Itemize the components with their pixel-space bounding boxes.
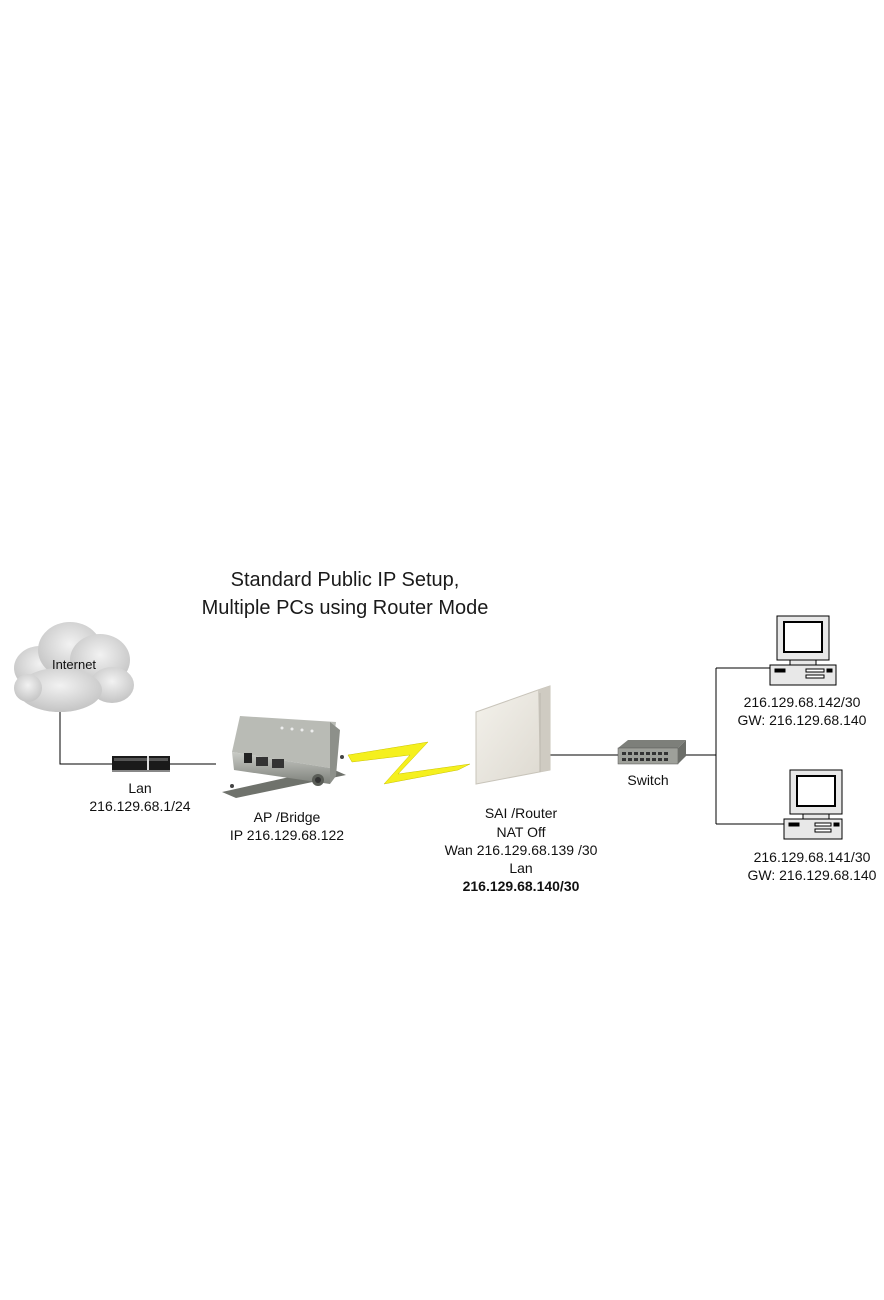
- sai-router-lan-label: Lan: [476, 860, 566, 877]
- sai-router-antenna-icon: [476, 686, 550, 784]
- diagram-title-line1: Standard Public IP Setup,: [0, 566, 690, 594]
- sai-router-name: SAI /Router: [446, 805, 596, 822]
- ap-bridge-ip: IP 216.129.68.122: [212, 827, 362, 844]
- diagram-title-line2: Multiple PCs using Router Mode: [0, 594, 690, 622]
- pc1-gw-label: GW: 216.129.68.140: [734, 712, 870, 729]
- modem-icon: [112, 756, 170, 772]
- modem-lan-label: Lan: [100, 780, 180, 797]
- pc2-ip-label: 216.129.68.141/30: [744, 849, 880, 866]
- modem-ip-label: 216.129.68.1/24: [70, 798, 210, 815]
- ap-bridge-device-icon: [222, 716, 346, 798]
- pc2-computer-icon: [784, 770, 842, 839]
- switch-label: Switch: [612, 772, 684, 789]
- switch-icon: [618, 740, 686, 764]
- sai-router-lan-ip: 216.129.68.140/30: [446, 878, 596, 895]
- pc2-gw-label: GW: 216.129.68.140: [744, 867, 880, 884]
- pc1-ip-label: 216.129.68.142/30: [734, 694, 870, 711]
- pc1-computer-icon: [770, 616, 836, 685]
- wireless-link-lightning-icon: [348, 742, 470, 784]
- ap-bridge-name: AP /Bridge: [217, 809, 357, 826]
- internet-to-modem-line: [60, 712, 112, 764]
- sai-router-nat: NAT Off: [446, 824, 596, 841]
- internet-label: Internet: [44, 656, 104, 673]
- sai-router-wan: Wan 216.129.68.139 /30: [436, 842, 606, 859]
